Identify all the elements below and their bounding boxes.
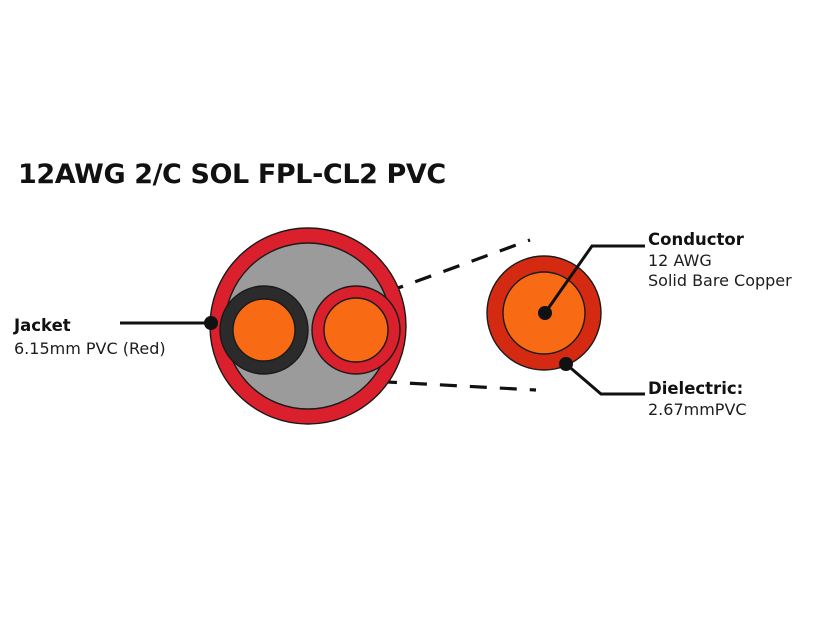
conductor-label-heading: Conductor bbox=[648, 230, 745, 249]
right-conductor-copper bbox=[323, 297, 389, 363]
dielectric-leader-dot bbox=[559, 357, 573, 371]
conductor-label-line1: 12 AWG bbox=[648, 251, 712, 270]
conductor-label-line2: Solid Bare Copper bbox=[648, 271, 792, 290]
conductor-callout: Conductor 12 AWG Solid Bare Copper bbox=[538, 230, 792, 320]
dielectric-leader-line bbox=[565, 362, 645, 396]
page-title: 12AWG 2/C SOL FPL-CL2 PVC bbox=[18, 159, 446, 190]
jacket-leader-dot bbox=[204, 316, 218, 330]
left-conductor-copper bbox=[232, 298, 296, 362]
dielectric-label-heading: Dielectric: bbox=[648, 379, 743, 398]
dielectric-label-detail: 2.67mmPVC bbox=[648, 400, 747, 419]
conductor-leader-dot bbox=[538, 306, 552, 320]
jacket-label-detail: 6.15mm PVC (Red) bbox=[14, 339, 166, 358]
dielectric-callout: Dielectric: 2.67mmPVC bbox=[559, 357, 747, 419]
jacket-label-heading: Jacket bbox=[13, 316, 71, 335]
callout-dash-upper bbox=[386, 238, 531, 294]
conductor-leader-line bbox=[543, 244, 645, 314]
jacket-callout: Jacket 6.15mm PVC (Red) bbox=[13, 316, 218, 358]
main-cable-cross-section bbox=[209, 227, 407, 425]
